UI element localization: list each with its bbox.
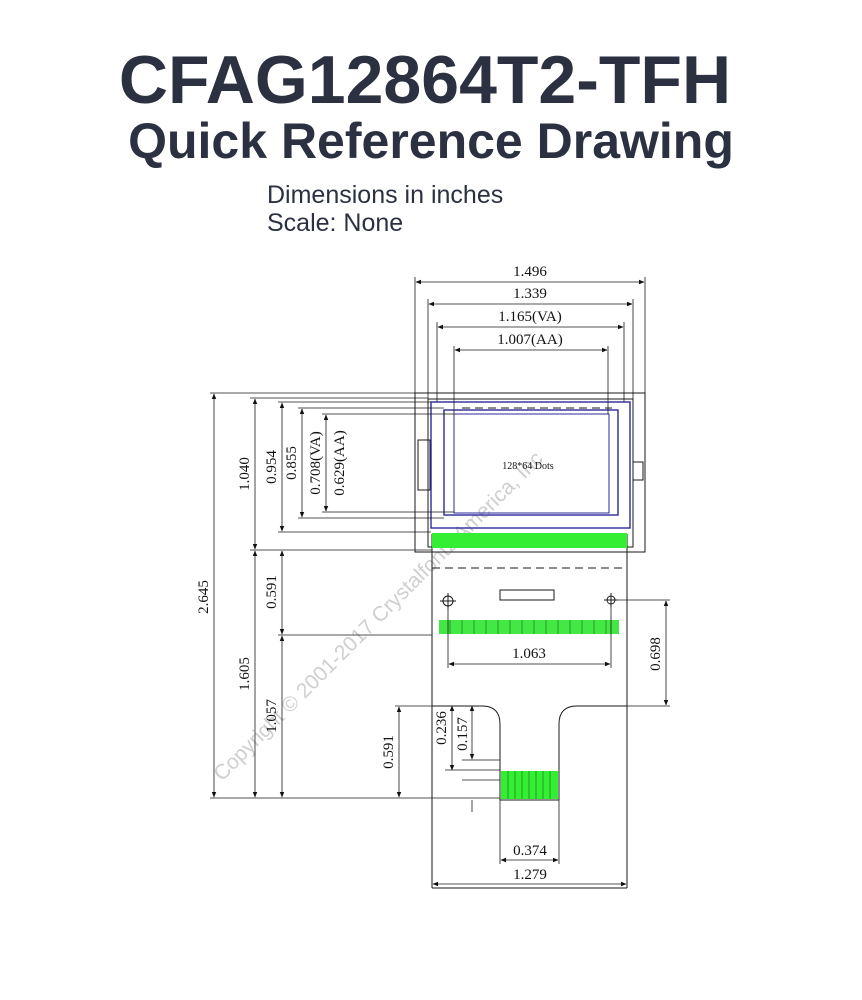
right-tab: [632, 461, 644, 481]
dim-tail-total: 1.605: [237, 657, 253, 691]
dim-tail-upper: 0.591: [264, 575, 280, 609]
dim-height-1040: 1.040: [237, 457, 253, 491]
dim-tab-0157: 0.157: [455, 717, 471, 751]
dim-contact-width: 0.374: [513, 843, 547, 859]
connector-slot: [499, 589, 555, 601]
units-note: Dimensions in inches: [267, 181, 504, 209]
resolution-label: 128*64 Dots: [502, 461, 554, 472]
dim-aa-width: 1.007(AA): [497, 332, 562, 348]
flex-tail-outline: [431, 534, 628, 889]
active-area: [453, 413, 610, 514]
dim-tail-width: 1.279: [513, 867, 547, 883]
tab-outline: [432, 705, 627, 801]
scale-note: Scale: None: [267, 209, 404, 237]
dim-height-aa: 0.629(AA): [332, 430, 348, 495]
dim-hole-spacing: 1.063: [512, 646, 546, 662]
dim-overall-height: 2.645: [196, 580, 212, 614]
flex-upper-band: [432, 533, 627, 548]
dim-height-va: 0.708(VA): [308, 431, 324, 494]
flex-middle-band: [439, 620, 619, 634]
contact-pads: [501, 771, 558, 799]
dim-hole-height: 0.698: [648, 637, 664, 671]
dim-va-width: 1.165(VA): [498, 309, 561, 325]
page-title: CFAG12864T2-TFH: [118, 42, 732, 118]
dim-height-0855: 0.855: [284, 446, 300, 480]
left-bracket: [417, 439, 431, 491]
dim-tab-0236: 0.236: [434, 711, 450, 745]
dim-height-0954: 0.954: [264, 450, 280, 484]
page-subtitle: Quick Reference Drawing: [128, 113, 734, 169]
dim-overall-width: 1.496: [513, 264, 547, 280]
module-outline: [414, 392, 646, 553]
viewing-area-outer: [430, 401, 631, 529]
watermark: Copyright © 2001-2017 Crystalfontz Ameri…: [209, 447, 547, 785]
dim-height-1057: 1.057: [264, 699, 280, 733]
viewing-area: [443, 409, 619, 516]
dim-bezel-width: 1.339: [513, 286, 547, 302]
dim-tab-0591: 0.591: [381, 735, 397, 769]
